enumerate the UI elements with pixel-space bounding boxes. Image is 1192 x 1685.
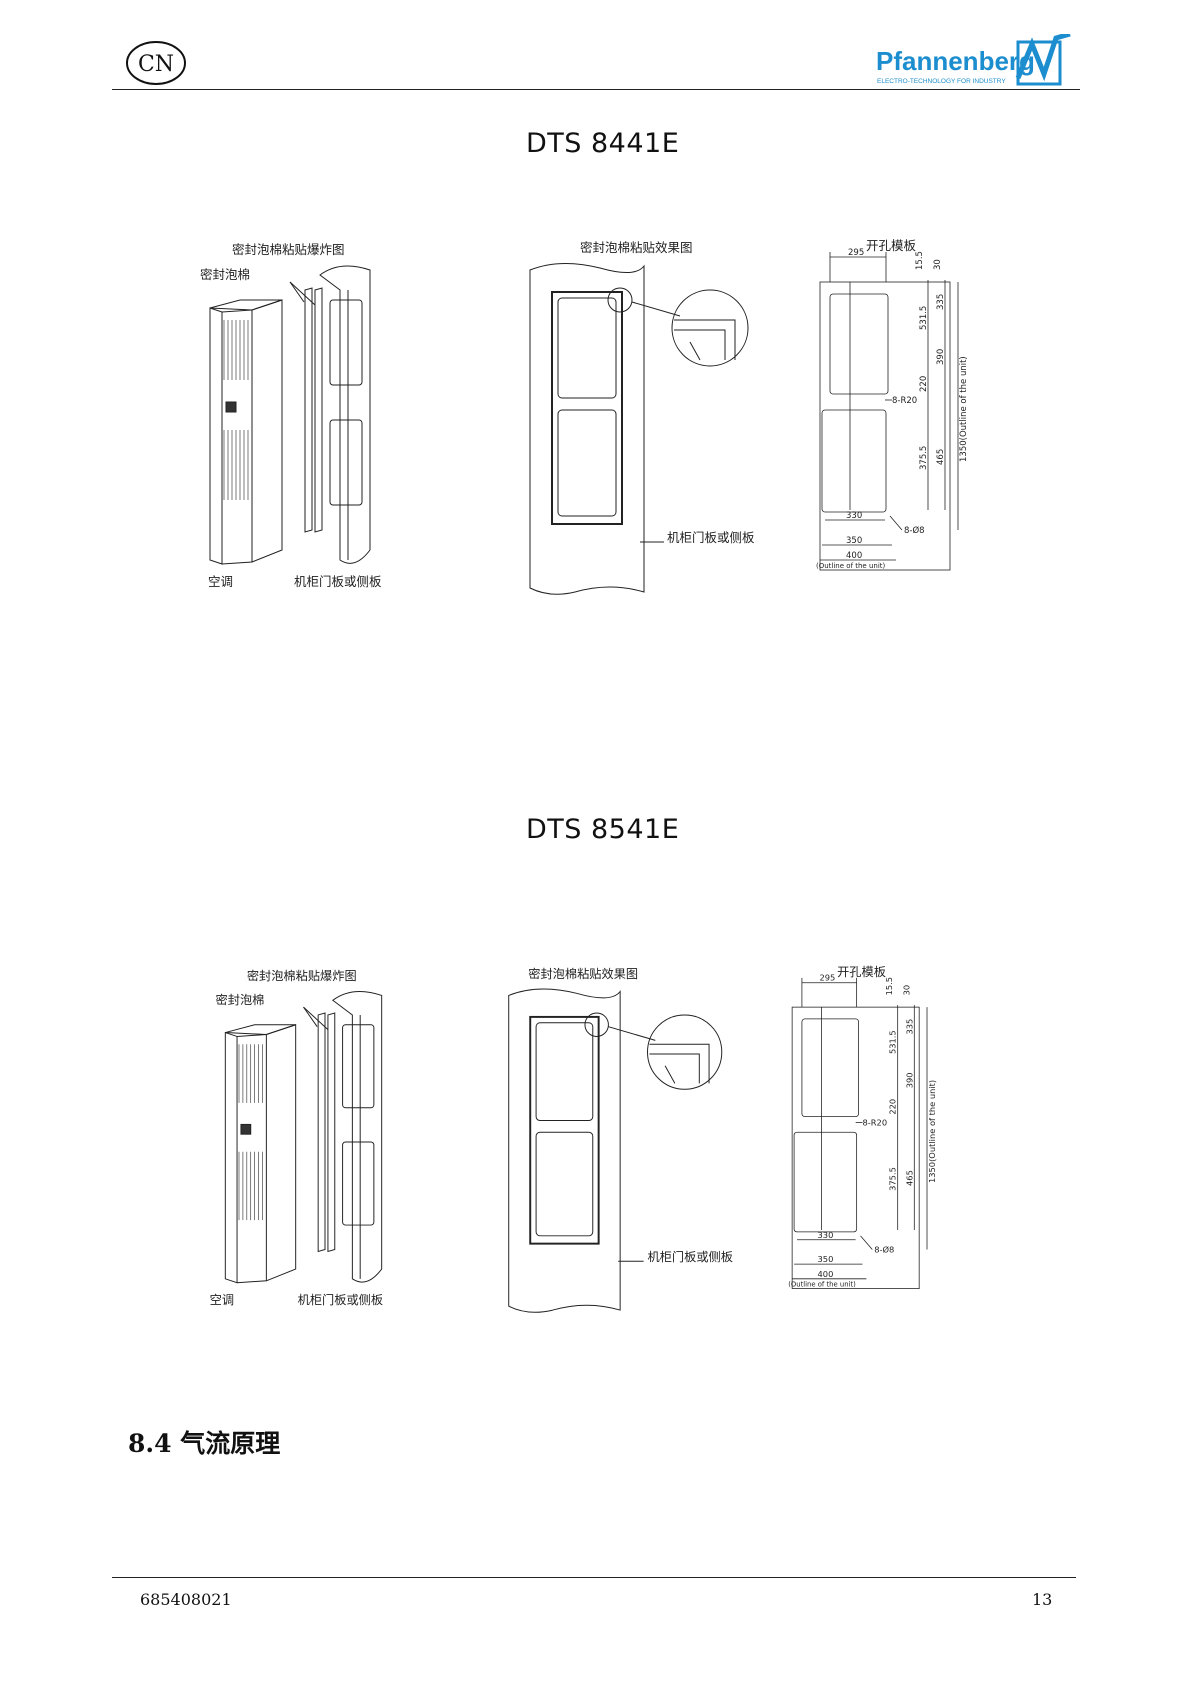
svg-text:390: 390 [936, 349, 946, 365]
exploded-view: 密封泡棉粘贴爆炸图 密封泡棉 空调 机柜门板或侧板 [210, 968, 383, 1307]
svg-text:335: 335 [904, 1019, 914, 1035]
exploded-view: 密封泡棉粘贴爆炸图 密封泡棉 空调 机柜门板或侧板 [200, 242, 382, 589]
svg-text:350: 350 [818, 1254, 834, 1264]
svg-text:15.5: 15.5 [884, 977, 894, 995]
section-heading: 8.4 气流原理 [128, 1429, 281, 1458]
effect-title: 密封泡棉粘贴效果图 [528, 966, 638, 981]
foam-label: 密封泡棉 [200, 267, 250, 282]
svg-text:390: 390 [904, 1072, 914, 1088]
effect-view: 密封泡棉粘贴效果图 机柜门板或侧板 [508, 966, 733, 1313]
panel-label: 机柜门板或侧板 [298, 1292, 383, 1307]
effect-view: 密封泡棉粘贴效果图 机柜门板或侧板 [529, 240, 755, 595]
svg-text:CN: CN [138, 52, 174, 77]
svg-text:330: 330 [846, 511, 862, 521]
svg-text:(Outline of the unit): (Outline of the unit) [788, 1281, 856, 1289]
svg-text:220: 220 [919, 376, 929, 392]
svg-text:375.5: 375.5 [888, 1167, 898, 1191]
svg-text:8-Ø8: 8-Ø8 [874, 1244, 894, 1254]
svg-text:330: 330 [818, 1230, 834, 1240]
svg-text:15.5: 15.5 [915, 251, 925, 270]
svg-text:1350(Outline of the unit): 1350(Outline of the unit) [959, 356, 969, 462]
exploded-title: 密封泡棉粘贴爆炸图 [232, 242, 345, 257]
svg-text:220: 220 [888, 1099, 898, 1115]
svg-text:Pfannenberg: Pfannenberg [876, 46, 1035, 76]
footer-rule [112, 1577, 1076, 1578]
template-title: 开孔模板 [837, 965, 886, 979]
exploded-title: 密封泡棉粘贴爆炸图 [247, 968, 357, 983]
svg-text:335: 335 [936, 294, 946, 310]
svg-text:350: 350 [846, 536, 862, 546]
ac-unit-drawing [209, 299, 283, 565]
svg-text:(Outline of the unit): (Outline of the unit) [816, 562, 886, 570]
header-rule [112, 89, 1080, 90]
svg-text:30: 30 [901, 985, 911, 996]
foam-label: 密封泡棉 [216, 992, 265, 1007]
ac-unit-drawing [224, 1024, 297, 1284]
effect-panel-label: 机柜门板或侧板 [667, 530, 755, 545]
model-title-dts-8541e: DTS 8541E [526, 814, 680, 845]
figure-dts-8541e: 密封泡棉粘贴爆炸图 密封泡棉 空调 机柜门板或侧板 密封泡棉粘贴效果图 [210, 965, 937, 1313]
effect-panel-label: 机柜门板或侧板 [648, 1249, 733, 1264]
page-number: 13 [1032, 1590, 1053, 1609]
svg-text:ELECTRO-TECHNOLOGY FOR INDUSTR: ELECTRO-TECHNOLOGY FOR INDUSTRY [877, 78, 1006, 85]
pfannenberg-logo: Pfannenberg ELECTRO-TECHNOLOGY FOR INDUS… [876, 34, 1071, 86]
cutout-template: 开孔模板 295 15.5 30 531.5 335 390 220 1350(… [788, 965, 937, 1289]
panel-label: 机柜门板或侧板 [294, 574, 382, 589]
svg-text:531.5: 531.5 [888, 1030, 898, 1054]
svg-text:465: 465 [904, 1170, 914, 1186]
figure-dts-8441e: 密封泡棉粘贴爆炸图 密封泡棉 空调 机柜门板或侧板 [200, 238, 969, 595]
svg-text:295: 295 [820, 973, 836, 983]
ac-unit-label: 空调 [208, 574, 233, 589]
svg-text:465: 465 [936, 449, 946, 465]
svg-text:400: 400 [818, 1269, 834, 1279]
svg-text:531.5: 531.5 [919, 306, 929, 330]
language-badge-cn: CN [126, 41, 186, 85]
ac-unit-label: 空调 [210, 1293, 234, 1307]
doc-number: 685408021 [140, 1590, 232, 1609]
svg-text:400: 400 [846, 551, 862, 561]
cutout-template: 开孔模板 295 15.5 30 531.5 335 390 220 1350(… [816, 238, 969, 571]
svg-text:8-R20: 8-R20 [863, 1117, 888, 1127]
svg-text:8-R20: 8-R20 [892, 396, 917, 406]
svg-text:375.5: 375.5 [919, 446, 929, 470]
svg-text:30: 30 [933, 259, 943, 270]
model-title-dts-8441e: DTS 8441E [526, 128, 680, 159]
template-title: 开孔模板 [866, 238, 917, 253]
brand-mark-icon [1015, 34, 1071, 86]
svg-text:1350(Outline of the unit): 1350(Outline of the unit) [927, 1080, 937, 1183]
svg-text:295: 295 [848, 248, 864, 258]
svg-text:8-Ø8: 8-Ø8 [904, 525, 925, 536]
effect-title: 密封泡棉粘贴效果图 [580, 240, 693, 255]
